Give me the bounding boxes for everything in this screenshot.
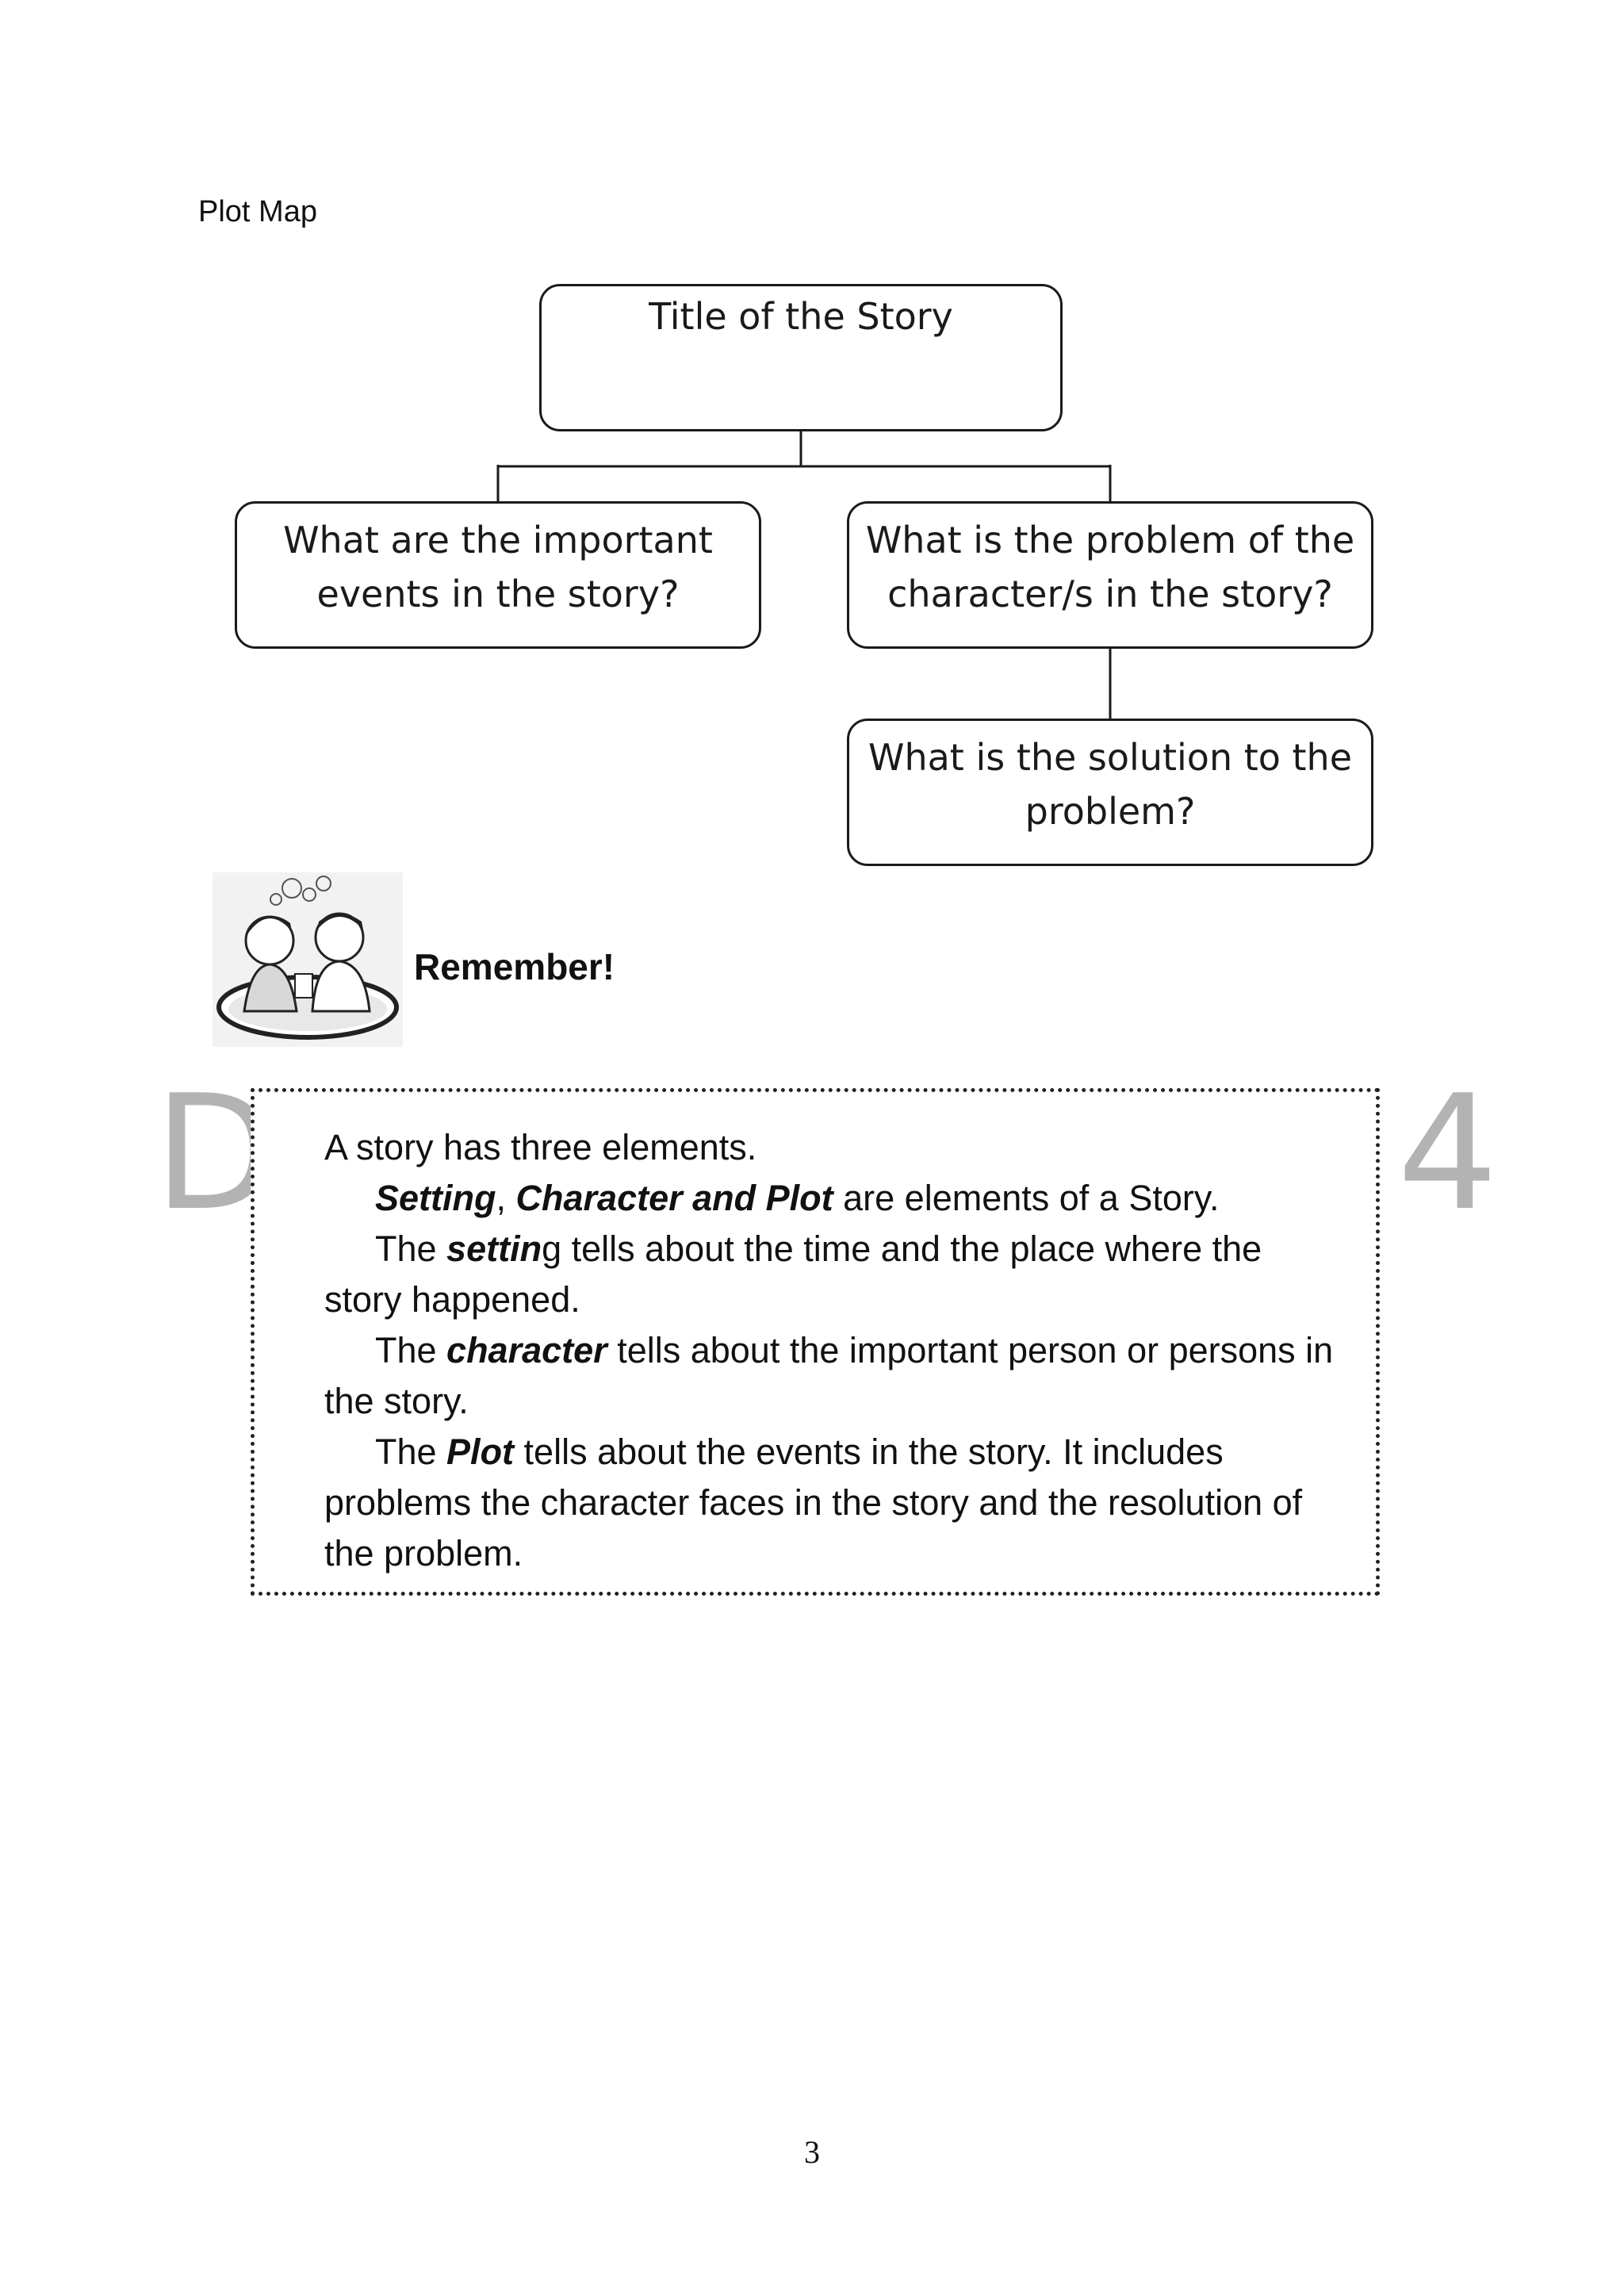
note-emph-settin: settin — [446, 1228, 542, 1269]
page-number: 3 — [0, 2133, 1624, 2171]
watermark-right: 4 — [1397, 1075, 1498, 1233]
kids-thinking-icon — [213, 872, 403, 1047]
note-paragraph-3: The character tells about the important … — [324, 1325, 1338, 1427]
solution-node-line-2: problem? — [849, 784, 1371, 838]
problem-node-line-2: character/s in the story? — [849, 567, 1371, 621]
events-node-line-2: events in the story? — [237, 567, 759, 621]
events-node: What are the important events in the sto… — [235, 501, 761, 649]
title-node-text: Title of the Story — [542, 289, 1060, 343]
problem-node-line-1: What is the problem of the — [849, 513, 1371, 567]
note-emph-setting: Setting — [375, 1178, 496, 1218]
note-paragraph-1: Setting, Character and Plot are elements… — [324, 1173, 1338, 1224]
note-line-1: A story has three elements. — [324, 1122, 1338, 1173]
story-elements-note: A story has three elements. Setting, Cha… — [251, 1088, 1380, 1596]
note-paragraph-2: The setting tells about the time and the… — [324, 1224, 1338, 1325]
solution-node: What is the solution to the problem? — [847, 719, 1373, 866]
note-emph-character-plot: Character and Plot — [516, 1178, 833, 1218]
remember-heading: Remember! — [414, 945, 615, 988]
note-paragraph-4: The Plot tells about the events in the s… — [324, 1427, 1338, 1579]
note-emph-character: character — [446, 1330, 607, 1370]
note-emph-plot: Plot — [446, 1432, 514, 1472]
solution-node-line-1: What is the solution to the — [849, 730, 1371, 784]
problem-node: What is the problem of the character/s i… — [847, 501, 1373, 649]
events-node-line-1: What are the important — [237, 513, 759, 567]
title-node: Title of the Story — [539, 284, 1063, 431]
